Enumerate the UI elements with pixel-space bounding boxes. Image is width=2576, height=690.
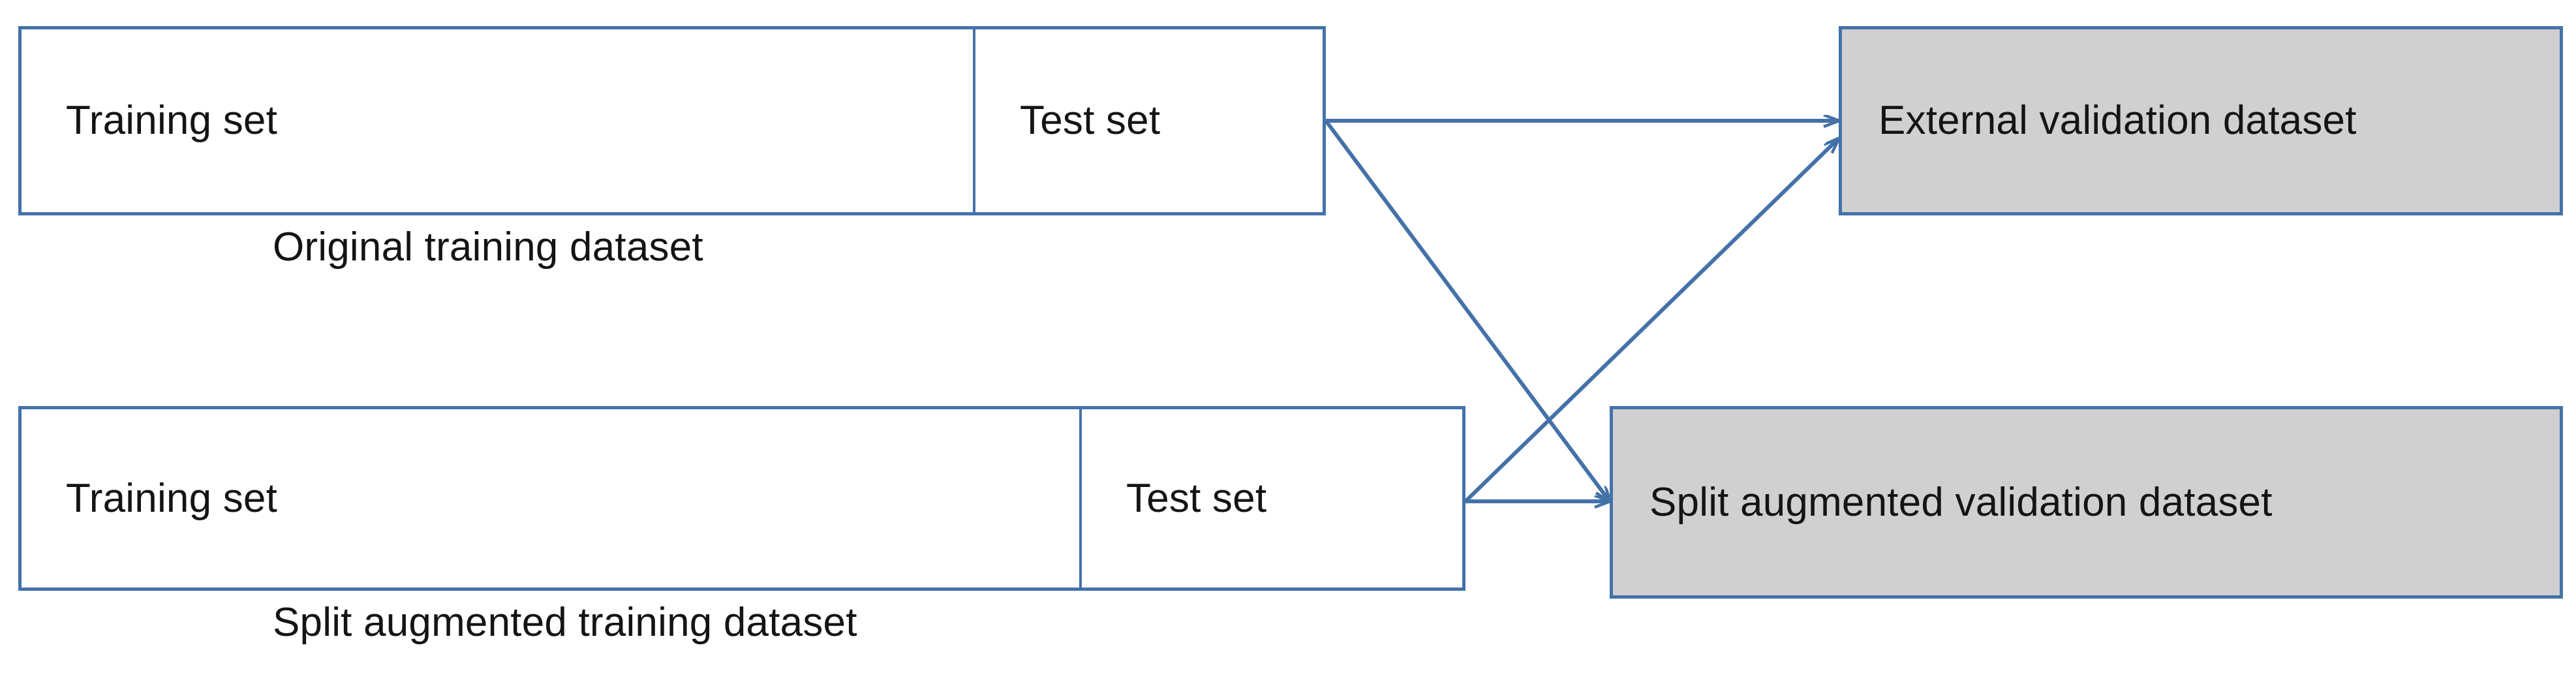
original-training-set-cell: Training set <box>22 29 975 212</box>
external-validation-dataset-box: External validation dataset <box>1839 26 2563 215</box>
augmented-training-set-cell: Training set <box>22 409 1082 588</box>
original-training-dataset-caption: Original training dataset <box>273 225 703 270</box>
original-test-set-cell: Test set <box>975 29 1323 212</box>
original-test-set-label: Test set <box>1020 98 1161 143</box>
original-training-dataset-box: Training set Test set <box>18 26 1326 215</box>
split-augmented-validation-dataset-label: Split augmented validation dataset <box>1649 479 2273 525</box>
augmented-training-dataset-caption: Split augmented training dataset <box>273 600 857 645</box>
split-augmented-validation-dataset-box: Split augmented validation dataset <box>1610 406 2563 599</box>
augmented-test-set-label: Test set <box>1126 475 1267 521</box>
augmented-test-set-cell: Test set <box>1082 409 1462 588</box>
augmented-training-dataset-box: Training set Test set <box>18 406 1465 591</box>
external-validation-dataset-label: External validation dataset <box>1878 98 2357 143</box>
augmented-training-set-label: Training set <box>66 475 278 521</box>
original-training-set-label: Training set <box>66 98 278 143</box>
